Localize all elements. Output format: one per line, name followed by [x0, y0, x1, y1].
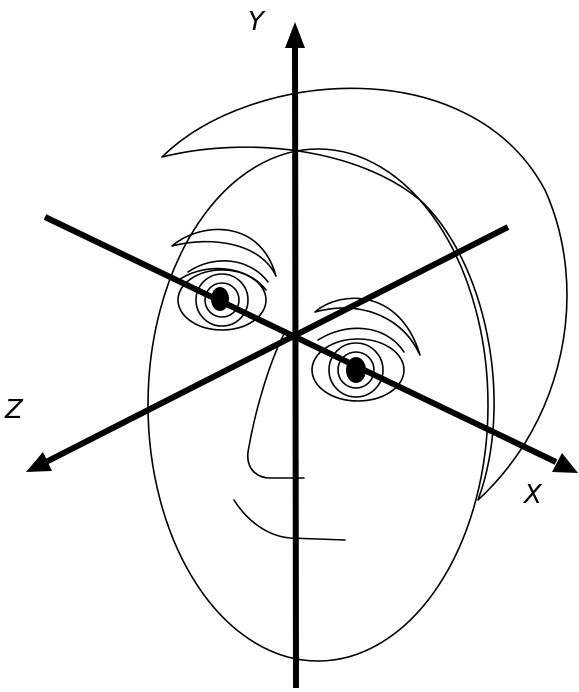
left-eye	[172, 229, 276, 330]
y-axis-arrowhead	[285, 22, 305, 48]
y-axis-label: Y	[248, 7, 266, 37]
y-axis	[295, 46, 296, 688]
z-axis	[46, 227, 508, 462]
z-axis-label: Z	[4, 395, 24, 425]
axes	[26, 22, 578, 688]
right-eyebrow	[315, 298, 420, 355]
mouth	[234, 500, 345, 540]
left-eyelid-crease	[188, 261, 268, 282]
x-axis-arrowhead	[552, 453, 578, 473]
x-axis-label: X	[522, 480, 543, 510]
